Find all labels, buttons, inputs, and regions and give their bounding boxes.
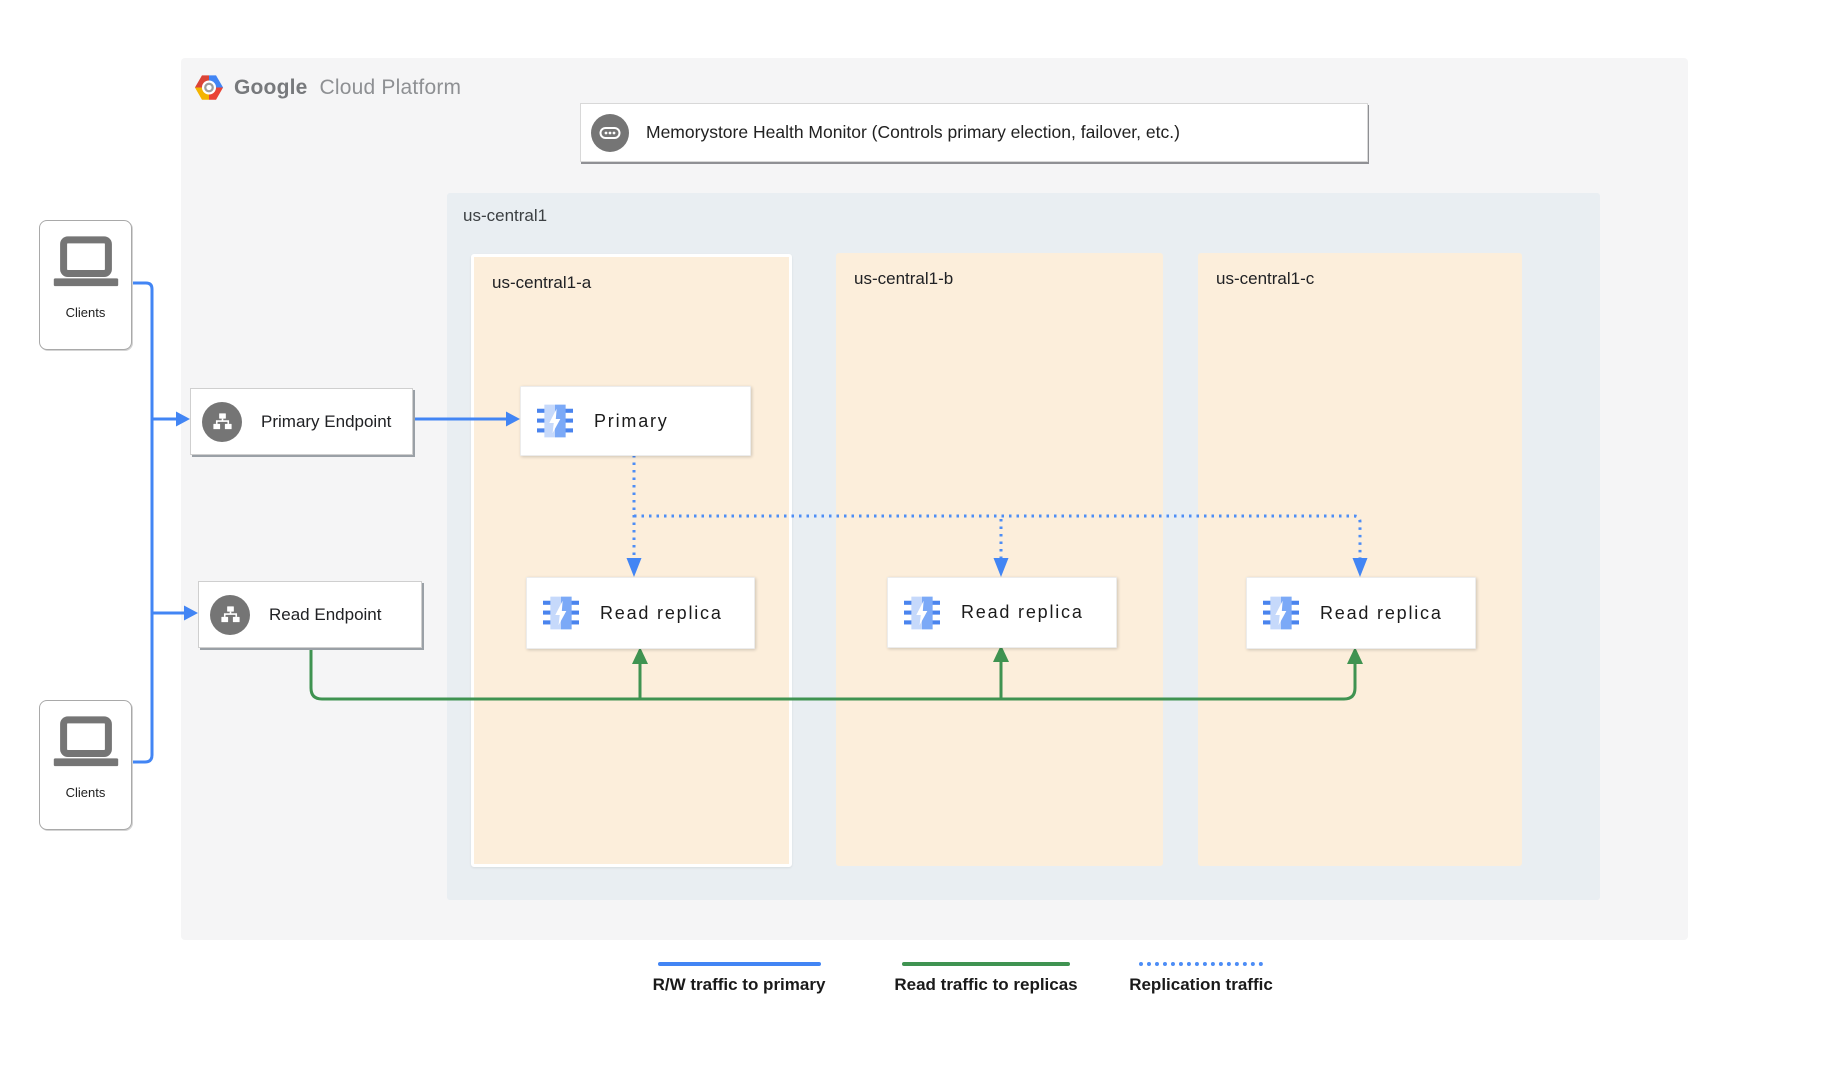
read-replica-a-box: Read replica [526,577,755,649]
zone-label: us-central1-c [1216,269,1315,288]
primary-endpoint-label: Primary Endpoint [261,411,392,431]
clients-box-top: Clients [39,220,132,350]
zone-label: us-central1-b [854,269,954,288]
legend-item-rw-traffic: R/W traffic to primary [645,962,833,995]
memorystore-chip-icon [904,596,940,629]
zone-label: us-central1-a [492,273,592,292]
region-label: us-central1 [463,206,548,225]
legend-item-read-traffic: Read traffic to replicas [891,962,1081,995]
primary-node-label: Primary [594,410,669,431]
legend-line-dotted-blue [1139,962,1263,966]
legend-label: Read traffic to replicas [894,975,1078,994]
health-monitor-label: Memorystore Health Monitor (Controls pri… [646,122,1180,142]
laptop-icon [53,236,118,287]
health-monitor-box: Memorystore Health Monitor (Controls pri… [580,103,1368,162]
brand-google-text: Google [234,75,308,99]
primary-node-box: Primary [520,386,751,456]
zone-us-central1-b: us-central1-b [836,253,1163,866]
read-replica-label: Read replica [600,602,723,623]
memorystore-chip-icon [543,596,579,630]
read-replica-label: Read replica [1320,602,1443,623]
network-endpoint-icon [202,401,242,442]
primary-endpoint-box: Primary Endpoint [190,388,413,455]
read-endpoint-box: Read Endpoint [198,581,422,648]
clients-box-bottom: Clients [39,700,132,830]
read-replica-label: Read replica [961,602,1084,622]
zone-us-central1-c: us-central1-c [1198,253,1522,866]
laptop-icon [53,716,118,767]
ellipsis-badge-icon [591,113,629,152]
legend-item-replication-traffic: Replication traffic [1110,962,1292,995]
gcp-hexagon-logo-icon [194,75,224,100]
clients-label: Clients [65,785,106,800]
legend-label: R/W traffic to primary [652,975,826,994]
legend-line-solid-green [902,962,1070,966]
brand-suffix-text: Cloud Platform [319,75,462,99]
legend-label: Replication traffic [1129,975,1273,994]
read-replica-b-box: Read replica [887,577,1117,648]
read-endpoint-label: Read Endpoint [269,604,382,624]
memorystore-chip-icon [1263,596,1299,630]
legend-line-solid-blue [657,962,821,966]
memorystore-chip-icon [537,404,573,438]
read-replica-c-box: Read replica [1246,577,1476,649]
network-endpoint-icon [210,594,250,635]
clients-label: Clients [65,305,106,320]
gcp-brand: Google Cloud Platform [194,74,461,101]
zone-us-central1-a: us-central1-a [471,254,792,867]
